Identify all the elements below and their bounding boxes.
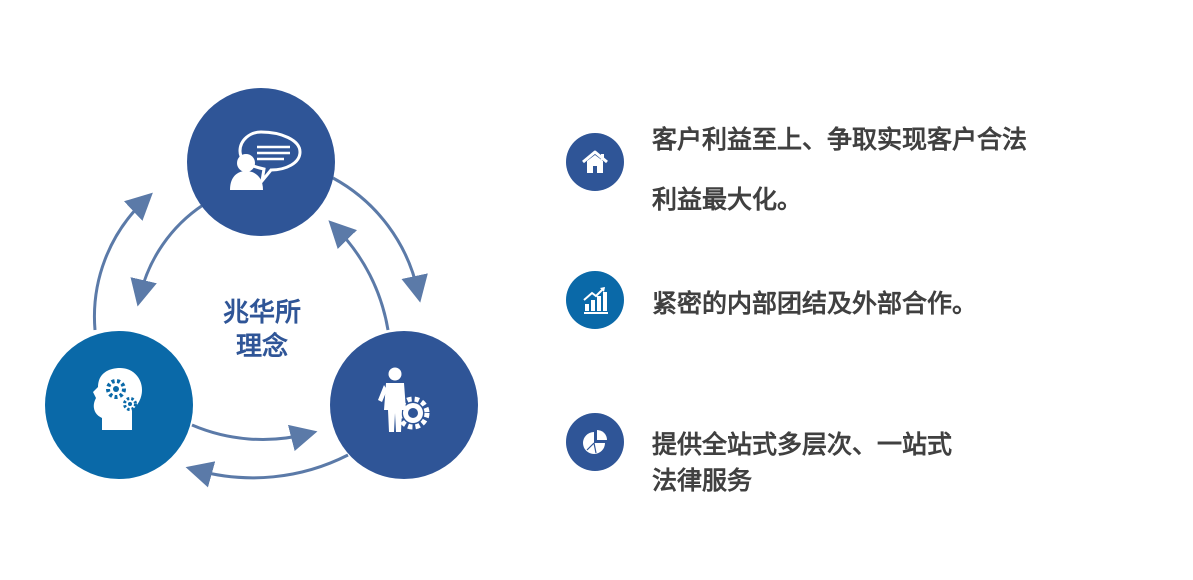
center-title: 兆华所 理念 bbox=[192, 296, 332, 364]
list-item-text-1-line1: 客户利益至上、争取实现客户合法 bbox=[652, 125, 1028, 154]
list-item-icon-pie bbox=[566, 413, 624, 471]
cycle-arrow-left-outer bbox=[92, 192, 153, 331]
cycle-arrow-right-outer bbox=[332, 176, 428, 303]
head-gears-icon bbox=[93, 368, 142, 430]
center-title-line2: 理念 bbox=[235, 332, 288, 362]
node-right bbox=[330, 331, 478, 479]
list-item-icon-house bbox=[566, 133, 624, 191]
node-left bbox=[45, 331, 193, 479]
list-item-text-3-line2: 法律服务 bbox=[652, 466, 753, 495]
cycle-arrow-bottom-inner bbox=[191, 423, 318, 452]
list-item-icon-chart bbox=[566, 271, 624, 329]
cycle-arrow-right-inner bbox=[328, 220, 390, 331]
list-item-text-2: 紧密的内部团结及外部合作。 bbox=[652, 289, 978, 318]
cycle-arrow-bottom-outer bbox=[185, 453, 349, 488]
person-speech-bubble-icon bbox=[230, 130, 302, 190]
node-top bbox=[187, 88, 335, 236]
list-item-text-3-line1: 提供全站式多层次、一站式 bbox=[652, 430, 953, 459]
center-title-line1: 兆华所 bbox=[222, 298, 301, 328]
list-item-text-1-line2: 利益最大化。 bbox=[652, 185, 803, 214]
cycle-arrow-left-inner bbox=[130, 203, 204, 307]
rising-bar-chart-icon bbox=[583, 287, 608, 314]
pie-chart-icon bbox=[583, 430, 607, 454]
businessman-gear-icon bbox=[378, 367, 430, 432]
house-icon bbox=[582, 150, 608, 173]
